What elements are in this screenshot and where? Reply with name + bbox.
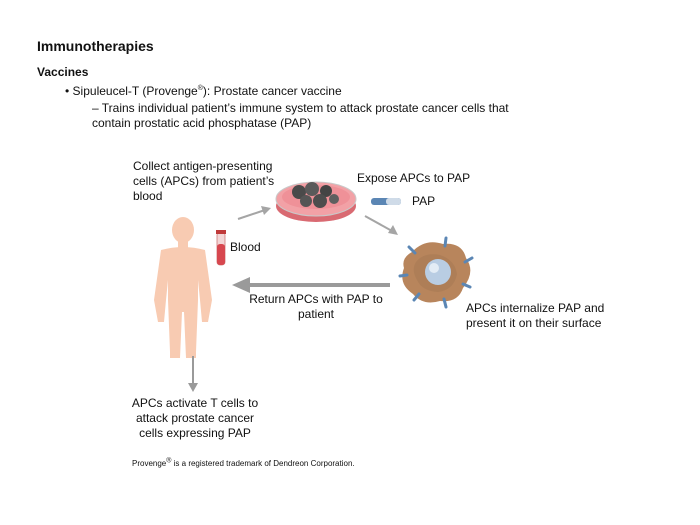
bullet-suffix: ): Prostate cancer vaccine [202, 84, 342, 98]
arrow-collect-to-dish [237, 206, 271, 220]
pap-molecule-icon [371, 198, 401, 205]
human-body-icon [154, 217, 212, 358]
sub-bullet-description: – Trains individual patient’s immune sys… [92, 101, 509, 130]
expose-apcs-label: Expose APCs to PAP [357, 171, 471, 185]
blood-vial-icon [216, 230, 226, 266]
footnote-suffix: is a registered trademark of Dendreon Co… [171, 459, 355, 468]
footnote-registered-mark: ® [166, 457, 172, 465]
blood-label: Blood [230, 240, 261, 254]
collect-apcs-label: Collect antigen-presenting cells (APCs) … [133, 159, 275, 203]
petri-dish-icon [275, 181, 357, 222]
return-apcs-label: Return APCs with PAP to patient [249, 292, 383, 321]
activate-t-cells-label: APCs activate T cells to attack prostate… [131, 396, 259, 440]
pap-label: PAP [412, 194, 436, 208]
apc-cell-icon [398, 236, 474, 309]
bullet-prefix: Sipuleucel-T (Provenge [72, 84, 198, 98]
arrow-return-to-patient [232, 277, 390, 293]
arrow-dish-to-apc [364, 215, 398, 235]
arrow-activate-down [188, 356, 198, 392]
bullet-sipuleucel: • Sipuleucel-T (Provenge®): Prostate can… [65, 84, 342, 98]
trademark-footnote: Provenge® is a registered trademark of D… [132, 457, 355, 468]
slide-title: Immunotherapies [37, 38, 154, 54]
registered-mark: ® [197, 85, 203, 92]
section-heading: Vaccines [37, 65, 89, 79]
footnote-prefix: Provenge [132, 459, 167, 468]
internalize-pap-label: APCs internalize PAP and present it on t… [466, 301, 605, 330]
